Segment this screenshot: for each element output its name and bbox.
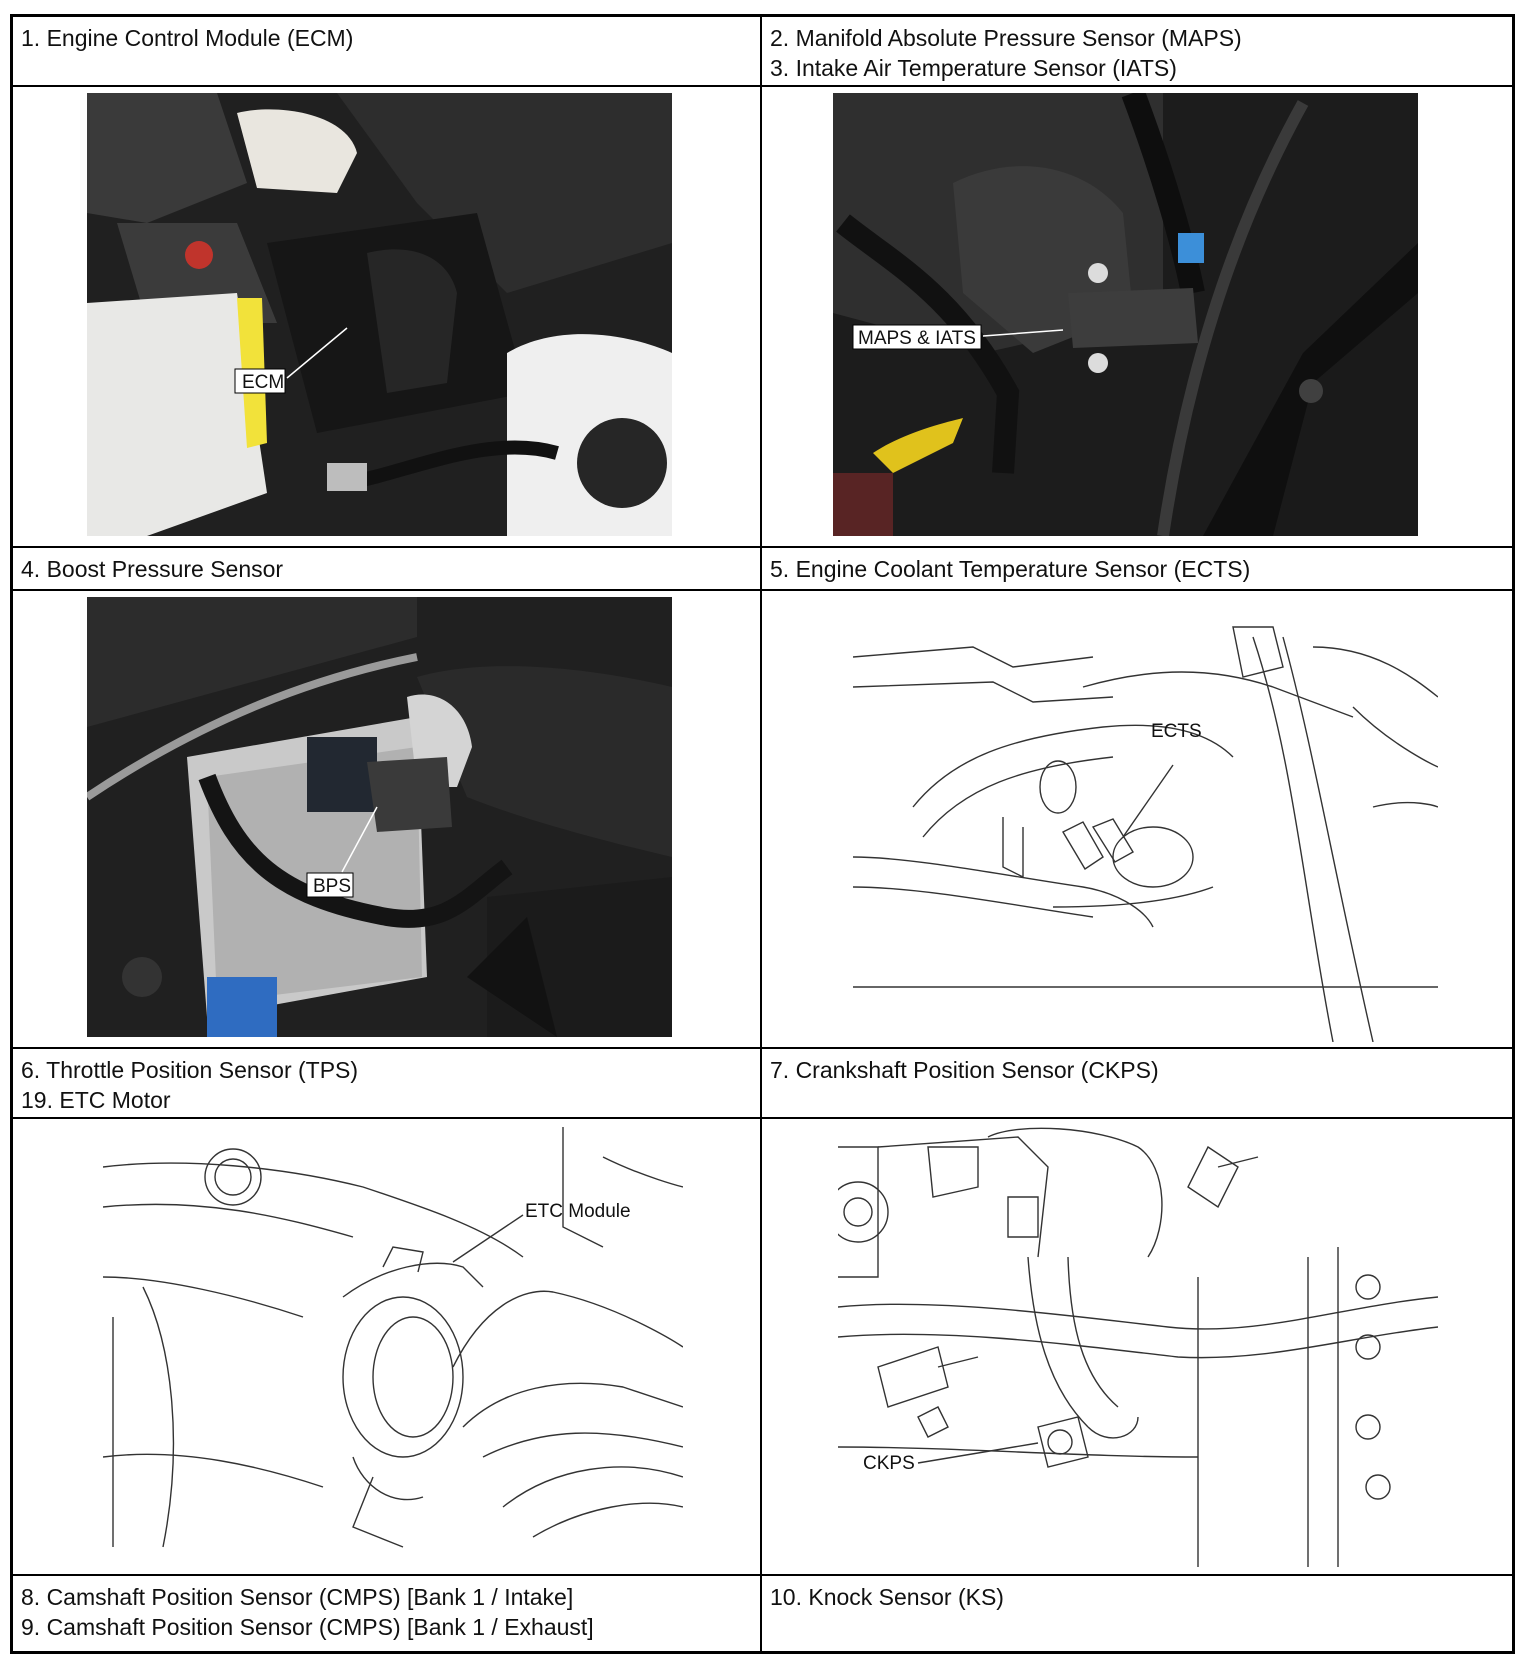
- caption-cmps: 8. Camshaft Position Sensor (CMPS) [Bank…: [13, 1576, 760, 1651]
- row-divider: [13, 1574, 1512, 1576]
- row-divider: [13, 589, 1512, 591]
- caption-line: 10. Knock Sensor (KS): [770, 1584, 1004, 1610]
- caption-bps: 4. Boost Pressure Sensor: [13, 548, 760, 589]
- etc-drawing: ETC Module: [103, 1127, 683, 1567]
- caption-line: 19. ETC Motor: [21, 1087, 171, 1113]
- ckps-drawing: CKPS: [838, 1127, 1438, 1567]
- caption-line: 8. Camshaft Position Sensor (CMPS) [Bank…: [21, 1584, 574, 1610]
- ects-label: ECTS: [1151, 721, 1202, 742]
- caption-tps-etc: 6. Throttle Position Sensor (TPS) 19. ET…: [13, 1049, 760, 1117]
- caption-line: 9. Camshaft Position Sensor (CMPS) [Bank…: [21, 1614, 594, 1640]
- caption-line: 4. Boost Pressure Sensor: [21, 556, 284, 582]
- row-divider: [13, 546, 1512, 548]
- caption-ckps: 7. Crankshaft Position Sensor (CKPS): [762, 1049, 1512, 1117]
- maps-iats-photo: MAPS & IATS: [833, 93, 1418, 536]
- caption-ecm: 1. Engine Control Module (ECM): [13, 17, 760, 85]
- bps-photo: BPS: [87, 597, 672, 1037]
- row-divider: [13, 85, 1512, 87]
- caption-ects: 5. Engine Coolant Temperature Sensor (EC…: [762, 548, 1512, 589]
- caption-maps-iats: 2. Manifold Absolute Pressure Sensor (MA…: [762, 17, 1512, 85]
- ecm-label: ECM: [242, 372, 284, 393]
- caption-line: 1. Engine Control Module (ECM): [21, 25, 354, 51]
- caption-line: 3. Intake Air Temperature Sensor (IATS): [770, 55, 1177, 81]
- caption-knock-sensor: 10. Knock Sensor (KS): [762, 1576, 1512, 1651]
- caption-line: 5. Engine Coolant Temperature Sensor (EC…: [770, 556, 1251, 582]
- ecm-photo: ECM: [87, 93, 672, 536]
- column-divider: [760, 17, 762, 1651]
- etc-label: ETC Module: [525, 1201, 631, 1222]
- bps-label: BPS: [313, 876, 351, 897]
- sensor-location-table: 1. Engine Control Module (ECM) 2. Manifo…: [10, 14, 1515, 1654]
- caption-line: 7. Crankshaft Position Sensor (CKPS): [770, 1057, 1159, 1083]
- row-divider: [13, 1117, 1512, 1119]
- ckps-label: CKPS: [863, 1453, 915, 1474]
- caption-line: 2. Manifold Absolute Pressure Sensor (MA…: [770, 25, 1242, 51]
- caption-line: 6. Throttle Position Sensor (TPS): [21, 1057, 359, 1083]
- ects-drawing: ECTS: [853, 607, 1438, 1042]
- row-divider: [13, 1047, 1512, 1049]
- maps-label: MAPS & IATS: [858, 328, 976, 349]
